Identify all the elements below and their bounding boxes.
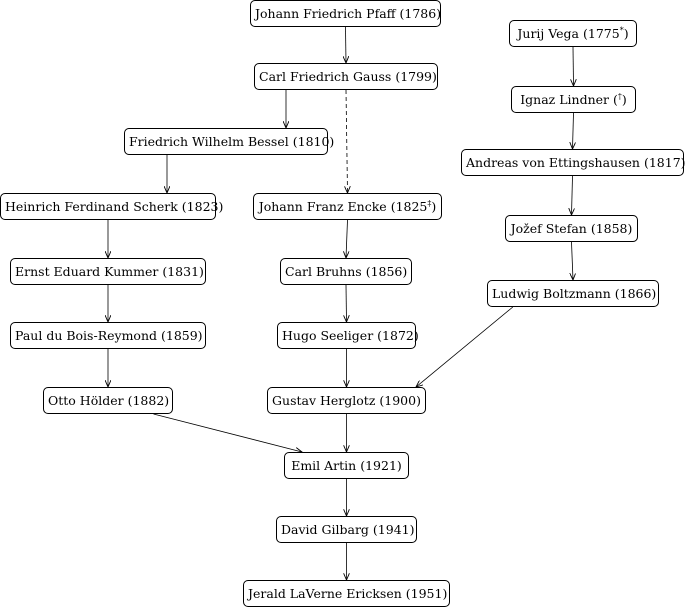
node-year: (1825‡): [390, 198, 437, 214]
edge-stefan-to-boltzmann: [572, 241, 574, 280]
node-year: (1941): [372, 522, 415, 537]
node-ericksen: Jerald LaVerne Ericksen (1951): [243, 580, 450, 607]
edge-holder-to-artin: [153, 413, 303, 452]
edge-encke-to-bruhns: [346, 219, 348, 258]
node-name: Carl Bruhns: [285, 264, 362, 279]
node-seeliger: Hugo Seeliger (1872): [277, 322, 419, 349]
node-year: (1831): [162, 264, 204, 279]
node-name: Andreas von Ettingshausen: [466, 155, 640, 170]
node-kummer: Ernst Eduard Kummer (1831): [10, 258, 206, 285]
node-year: (†): [612, 91, 627, 107]
edge-vega-to-lindner: [573, 46, 574, 86]
node-vega: Jurij Vega (1775*): [509, 20, 637, 47]
node-year: (1858): [590, 221, 633, 236]
node-stefan: Jožef Stefan (1858): [505, 215, 638, 242]
node-boltzmann: Ludwig Boltzmann (1866): [487, 280, 659, 307]
node-name: Gustav Herglotz: [272, 393, 376, 408]
node-name: Johann Friedrich Pfaff: [255, 6, 396, 21]
node-year: (1872): [377, 328, 419, 343]
node-name: David Gilbarg: [281, 522, 369, 537]
node-name: Carl Friedrich Gauss: [259, 69, 392, 84]
node-year: (1856): [365, 264, 408, 279]
node-ettingshausen: Andreas von Ettingshausen (1817): [461, 149, 686, 176]
edge-pfaff-to-gauss: [346, 26, 347, 63]
edge-bruhns-to-seeliger: [346, 284, 347, 322]
node-name: Ernst Eduard Kummer: [15, 264, 159, 279]
node-year: (1823): [181, 199, 224, 214]
edge-ettingshausen-to-stefan: [572, 175, 573, 215]
node-holder: Otto Hölder (1882): [43, 387, 173, 414]
node-gauss: Carl Friedrich Gauss (1799): [254, 63, 438, 90]
node-year: (1900): [379, 393, 421, 408]
node-name: Otto Hölder: [48, 393, 124, 408]
node-year: (1866): [614, 286, 657, 301]
node-year: (1951): [405, 586, 448, 601]
node-name: Heinrich Ferdinand Scherk: [5, 199, 178, 214]
node-herglotz: Gustav Herglotz (1900): [267, 387, 426, 414]
node-pfaff: Johann Friedrich Pfaff (1786): [250, 0, 441, 27]
node-year: (1817): [643, 155, 686, 170]
node-year: (1921): [360, 458, 402, 473]
node-name: Johann Franz Encke: [258, 199, 387, 214]
node-dubois: Paul du Bois-Reymond (1859): [10, 322, 206, 349]
node-encke: Johann Franz Encke (1825‡): [253, 193, 442, 220]
node-year: (1882): [127, 393, 170, 408]
node-name: Jurij Vega: [517, 26, 580, 41]
node-name: Hugo Seeliger: [282, 328, 374, 343]
node-year: (1810): [292, 134, 335, 149]
edge-lindner-to-ettingshausen: [573, 112, 574, 149]
node-name: Ludwig Boltzmann: [492, 286, 611, 301]
node-name: Ignaz Lindner: [520, 92, 609, 107]
node-name: Friedrich Wilhelm Bessel: [129, 134, 289, 149]
node-scherk: Heinrich Ferdinand Scherk (1823): [0, 193, 223, 220]
node-name: Paul du Bois-Reymond: [15, 328, 157, 343]
node-name: Emil Artin: [291, 458, 357, 473]
node-name: Jerald LaVerne Ericksen: [248, 586, 402, 601]
node-year: (1859): [160, 328, 203, 343]
node-bruhns: Carl Bruhns (1856): [280, 258, 412, 285]
node-year: (1786): [399, 6, 442, 21]
edge-boltzmann-to-herglotz: [416, 306, 514, 387]
node-name: Jožef Stefan: [510, 221, 587, 236]
node-bessel: Friedrich Wilhelm Bessel (1810): [124, 128, 334, 155]
node-year: (1775*): [583, 25, 629, 41]
node-year: (1799): [395, 69, 437, 84]
node-artin: Emil Artin (1921): [284, 452, 409, 479]
edge-gauss-to-encke: [346, 89, 348, 193]
node-gilbarg: David Gilbarg (1941): [276, 516, 417, 543]
node-lindner: Ignaz Lindner (†): [511, 86, 636, 113]
